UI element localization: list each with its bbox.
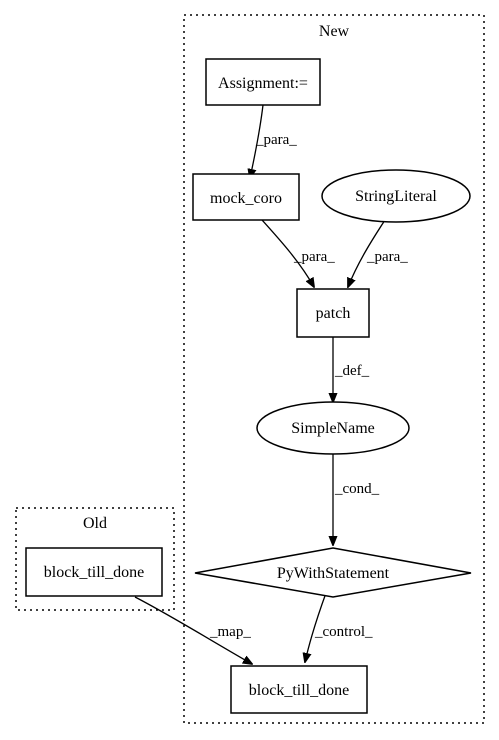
node-block-old[interactable]: block_till_done <box>25 547 163 597</box>
node-simple-name[interactable]: SimpleName <box>256 401 410 455</box>
edge-patch-simple-name: _def_ <box>333 337 370 402</box>
edge-label-control: _control_ <box>314 624 373 640</box>
edge-label-para: _para_ <box>293 249 335 265</box>
edge-label-map: _map_ <box>209 624 251 640</box>
cluster-new: New <box>183 14 485 724</box>
node-mock-coro[interactable]: mock_coro <box>192 173 300 221</box>
node-simple-name-label: SimpleName <box>291 420 375 437</box>
edge-pywith-block-new: _control_ <box>305 592 373 662</box>
cluster-new-label: New <box>319 23 350 40</box>
node-block-new-label: block_till_done <box>249 682 349 699</box>
edge-simple-name-pywith: _cond_ <box>333 452 380 545</box>
edge-assignment-mock-coro: _para_ <box>250 104 297 178</box>
node-block-new[interactable]: block_till_done <box>230 665 368 714</box>
edge-label-para: _para_ <box>255 132 297 148</box>
node-patch-label: patch <box>316 305 351 322</box>
node-block-old-label: block_till_done <box>44 564 144 581</box>
edge-string-literal-patch: _para_ <box>348 219 408 287</box>
node-patch[interactable]: patch <box>296 288 370 338</box>
node-pywith-label: PyWithStatement <box>277 565 390 582</box>
node-string-literal[interactable]: StringLiteral <box>321 169 471 223</box>
node-assignment-label: Assignment:= <box>218 75 308 92</box>
node-pywith[interactable]: PyWithStatement <box>194 547 472 598</box>
edge-block-old-block-new: _map_ <box>134 596 252 664</box>
edge-label-def: _def_ <box>334 363 370 379</box>
cluster-old-label: Old <box>83 515 107 532</box>
edge-mock-coro-patch: _para_ <box>261 219 335 287</box>
node-mock-coro-label: mock_coro <box>210 190 282 207</box>
node-assignment[interactable]: Assignment:= <box>205 58 321 106</box>
node-string-literal-label: StringLiteral <box>355 188 437 205</box>
cluster-old: Old <box>15 507 175 611</box>
edge-label-para: _para_ <box>366 249 408 265</box>
edge-label-cond: _cond_ <box>334 481 380 497</box>
